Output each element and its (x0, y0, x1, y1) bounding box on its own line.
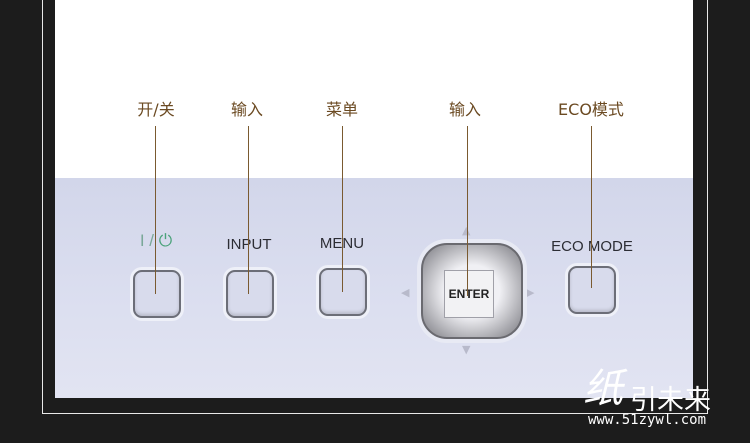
eco-mode-button[interactable] (568, 266, 616, 314)
callout-eco: ECO模式 (558, 100, 624, 119)
callout-line-menu (342, 126, 343, 292)
callout-line-input (248, 126, 249, 294)
right-arrow-icon: ▶ (526, 286, 535, 299)
frame-line-left (42, 0, 43, 414)
watermark-logo: 纸 (583, 366, 623, 412)
callout-enter: 输入 (448, 100, 482, 119)
callout-input: 输入 (230, 100, 264, 119)
power-icon: ⏻ (158, 231, 173, 250)
frame-line-bottom (42, 413, 708, 414)
input-label: INPUT (226, 236, 272, 253)
input-button[interactable] (226, 270, 274, 318)
menu-button[interactable] (319, 268, 367, 316)
power-label: I / ⏻ (140, 231, 172, 251)
callout-power: 开/关 (137, 100, 175, 119)
watermark-url: www.51zywl.com (588, 412, 707, 428)
power-label-text: I / (139, 231, 159, 250)
callout-line-power (155, 126, 156, 294)
callout-line-enter (467, 126, 468, 296)
power-button[interactable] (133, 270, 181, 318)
watermark-name: 引未来 (630, 385, 711, 416)
enter-label: ENTER (448, 287, 490, 301)
up-arrow-icon: ▲ (462, 224, 470, 237)
white-area (55, 0, 693, 178)
frame-line-right (707, 0, 708, 414)
down-arrow-icon: ▼ (462, 343, 471, 356)
left-arrow-icon: ◀ (401, 286, 410, 299)
callout-line-eco (591, 126, 592, 288)
eco-label: ECO MODE (551, 238, 633, 255)
callout-menu: 菜单 (325, 100, 359, 119)
enter-button[interactable]: ENTER (444, 270, 494, 318)
